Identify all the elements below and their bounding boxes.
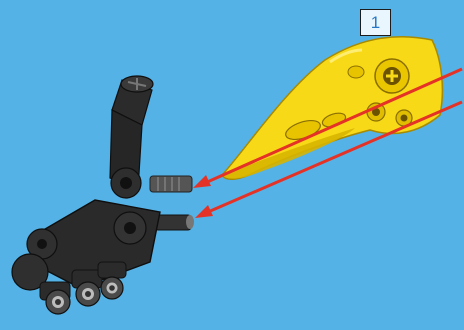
black-connector-assembly-icon bbox=[12, 76, 194, 314]
